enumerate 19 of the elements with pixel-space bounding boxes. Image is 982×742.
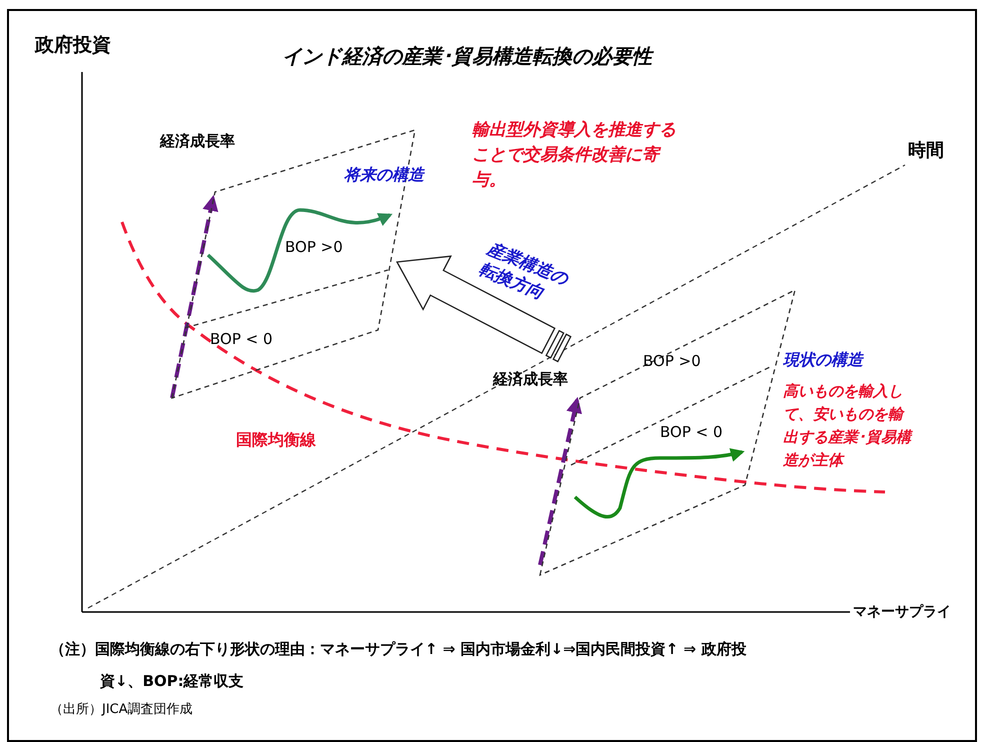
axis-label: 経済成長率 [160,132,235,150]
footnote: （注）国際均衡線の右下り形状の理由：マネーサプライ↑ ⇒ 国内市場金利↓⇒国内民間投資↑ ⇒ 政府投資↓、BOP:経常収支 [50,639,748,692]
axis-label: 時間 [908,140,944,162]
axis-label: マネーサプライ [853,604,951,621]
edge-label: 産業構造の転換方向 [476,238,572,306]
curve-label: 国際均衡線 [236,430,316,450]
bop-label: BOP >0 [285,238,343,256]
axis-label: 政府投資 [35,34,111,57]
note-text: 輸出型外資導入を推進することで交易条件改善に寄与。 [472,119,677,192]
bop-label: BOP < 0 [210,330,273,348]
source-note: （出所）JICA調査団作成 [50,702,193,718]
note-text: 高いものを輸入して、安いものを輸出する産業･貿易構造が主体 [783,381,911,471]
bop-label: BOP >0 [643,352,701,370]
title: インド経済の産業･貿易構造転換の必要性 [282,44,652,68]
axis-label: 経済成長率 [493,370,568,388]
bop-label: BOP < 0 [660,423,723,441]
structure-label: 現状の構造 [783,350,863,370]
block-arrow [396,255,572,362]
structure-label: 将来の構造 [344,165,424,184]
